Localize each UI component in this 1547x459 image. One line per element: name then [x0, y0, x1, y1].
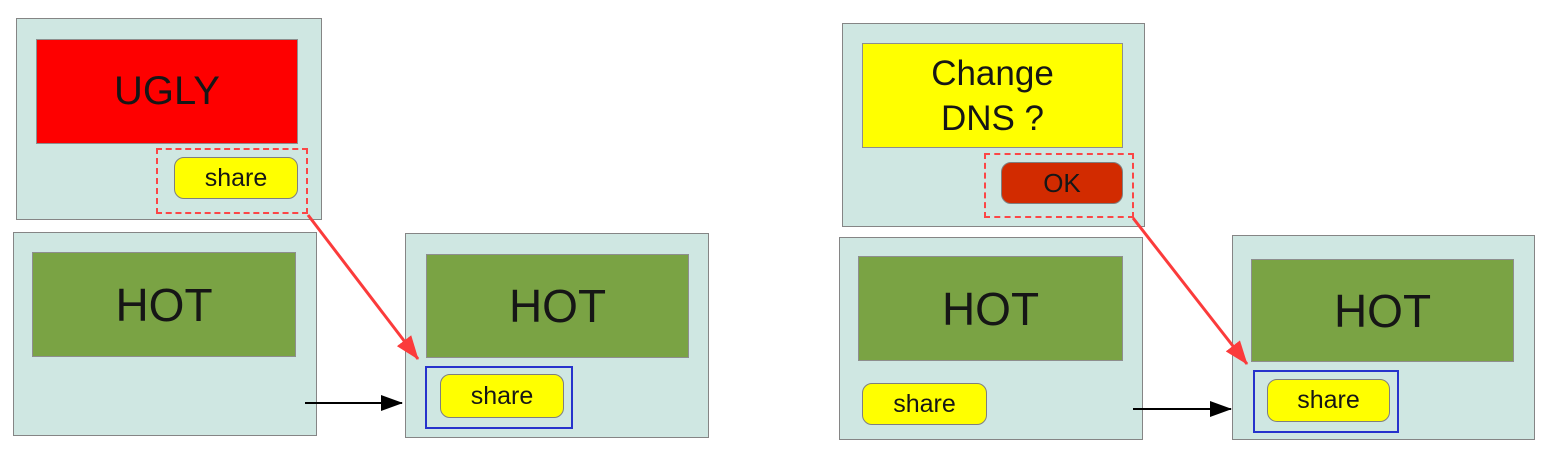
ugly-content-box: UGLY [36, 39, 298, 144]
hot-content-box: HOT [426, 254, 689, 358]
ugly-title: UGLY [114, 69, 220, 113]
ok-click-highlight-right [984, 153, 1134, 218]
share-button-label: share [204, 163, 268, 192]
hot-title: HOT [941, 282, 1040, 335]
share-button[interactable]: share [1267, 379, 1390, 422]
window-ugly-app: UGLY share [16, 18, 322, 220]
hot-title: HOT [1333, 284, 1432, 337]
share-button[interactable]: share [862, 383, 987, 425]
ok-button[interactable]: OK [1001, 162, 1123, 204]
hot-content-box: HOT [858, 256, 1123, 361]
window-hot-target-right: HOT share [1232, 235, 1535, 440]
share-button-focus-outline-right [1253, 370, 1399, 433]
window-dns-dialog: Change DNS ? OK [842, 23, 1145, 227]
red-arrow-ok-to-share-right [1131, 217, 1249, 365]
share-button[interactable]: share [174, 157, 298, 199]
window-hot-target-left: HOT share [405, 233, 709, 438]
ok-button-label: OK [1043, 167, 1081, 198]
share-click-highlight-left [156, 148, 308, 214]
share-button-label: share [470, 381, 534, 410]
dns-question-title: Change DNS ? [931, 53, 1054, 138]
hot-title: HOT [508, 280, 607, 332]
share-button-label: share [1297, 386, 1360, 414]
window-hot-source-right: HOT share [839, 237, 1143, 440]
hot-content-box: HOT [32, 252, 296, 357]
share-button[interactable]: share [440, 374, 564, 418]
share-button-label: share [893, 389, 956, 418]
red-arrow-share-to-share-left [306, 214, 420, 360]
dns-question-box: Change DNS ? [862, 43, 1123, 148]
share-button-focus-outline-left [425, 366, 573, 429]
window-hot-source-left: HOT [13, 232, 317, 436]
hot-content-box: HOT [1251, 259, 1514, 362]
hot-title: HOT [115, 278, 213, 331]
